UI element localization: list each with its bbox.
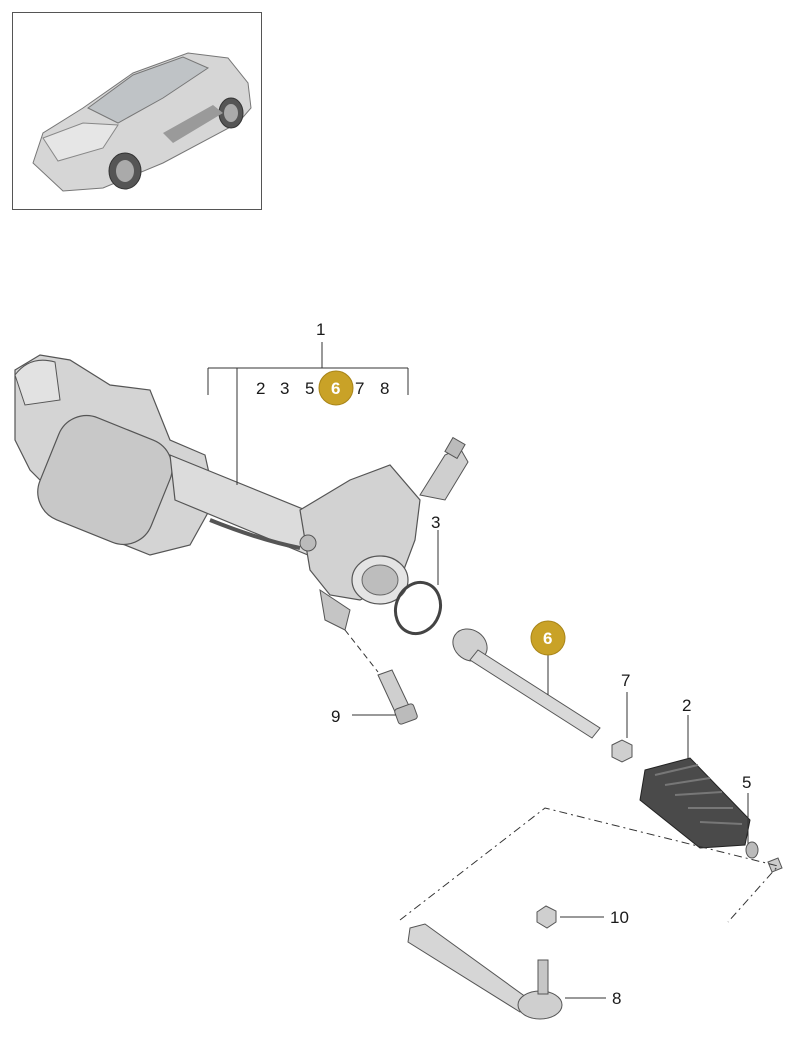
callout-7: 7: [621, 671, 630, 690]
group-outline: [399, 807, 779, 923]
bracket-item-3: 3: [280, 379, 289, 398]
part-3-o-ring: [393, 530, 443, 636]
callout-8: 8: [612, 989, 621, 1008]
callout-6: 6: [543, 629, 552, 648]
bracket-item-5: 5: [305, 379, 314, 398]
bracket-item-6: 6: [331, 379, 340, 398]
callout-10: 10: [610, 908, 629, 927]
part-9-bolt: [344, 629, 418, 725]
part-7-nut: [611, 692, 633, 763]
callout-9: 9: [331, 707, 340, 726]
bracket-item-2: 2: [256, 379, 265, 398]
assembly-bracket: [207, 342, 409, 485]
bracket-item-8: 8: [380, 379, 389, 398]
bracket-item-6-highlight[interactable]: [318, 370, 354, 406]
part-8-tie-rod-end: [407, 923, 606, 1020]
callout-5: 5: [742, 773, 751, 792]
part-2-boot: [639, 715, 751, 849]
car-icon: [32, 52, 252, 192]
bracket-item-7: 7: [355, 379, 364, 398]
callout-1: 1: [316, 320, 325, 339]
part-10-nut: [536, 905, 604, 929]
callout-6-highlight[interactable]: [530, 620, 566, 656]
vehicle-thumbnail: [12, 12, 262, 210]
steering-rack-assembly: [14, 354, 469, 631]
callout-2: 2: [682, 696, 691, 715]
callout-3: 3: [431, 513, 440, 532]
part-6-tie-rod: [452, 628, 601, 739]
part-5-clamp: [745, 793, 783, 873]
